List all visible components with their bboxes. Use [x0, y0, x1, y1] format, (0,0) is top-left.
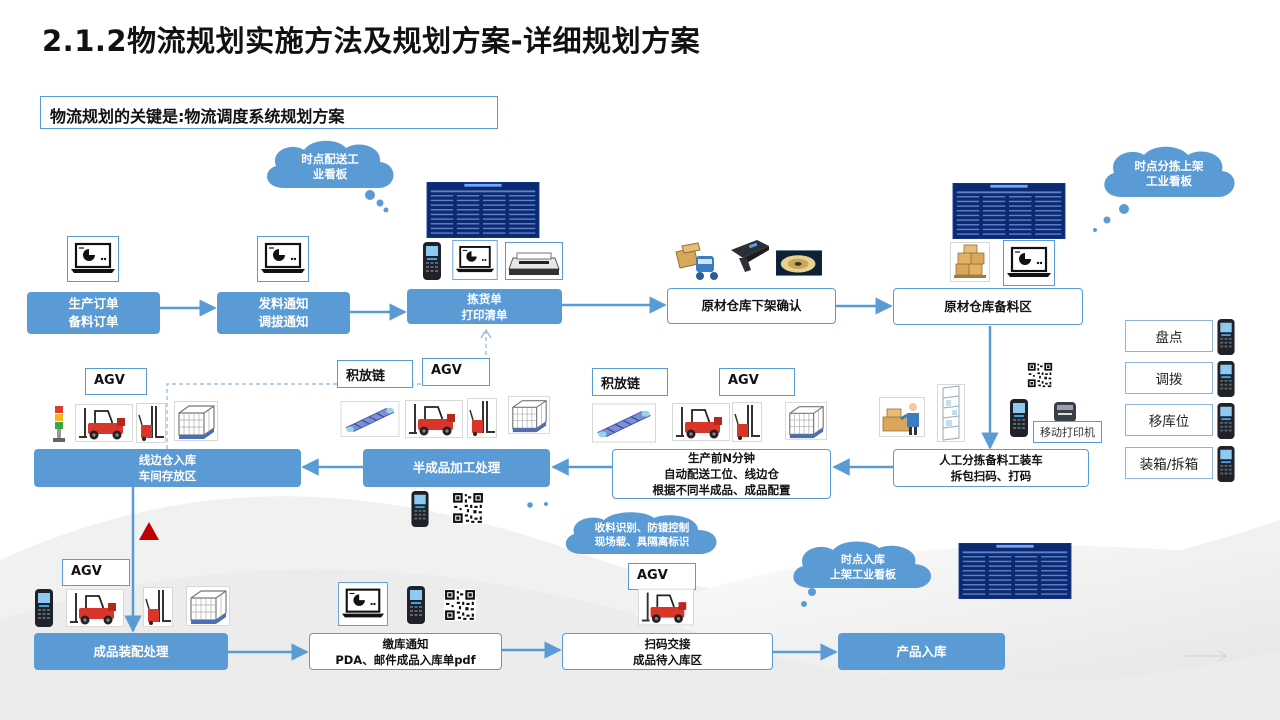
side-item-pack-unpack[interactable]: 装箱/拆箱: [1125, 447, 1213, 479]
pda-icon: [1217, 318, 1235, 356]
process-issue-notice[interactable]: 发料通知 调拔通知: [217, 292, 350, 334]
laptop-icon: [337, 582, 389, 626]
process-manual-sorting[interactable]: 人工分拣备料工装车 拆包扫码、打码: [893, 449, 1089, 487]
accumulation-chain-label: 积放链: [337, 360, 413, 388]
pda-icon: [1010, 399, 1028, 437]
agv-label: AGV: [719, 368, 795, 396]
pda-icon: [407, 586, 425, 624]
page-title: 2.1.2物流规划实施方法及规划方案-详细规划方案: [42, 24, 701, 58]
boxes-icon: [950, 241, 990, 283]
pda-icon: [1217, 445, 1235, 483]
cage-icon: [186, 585, 230, 627]
printer-icon: [505, 242, 563, 280]
shelf-icon: [937, 384, 965, 442]
process-final-assembly[interactable]: 成品装配处理: [34, 633, 228, 670]
process-raw-staging-area[interactable]: 原材仓库备料区: [893, 288, 1083, 325]
cloud-callout-delivery-board: 时点配送工 业看板: [258, 136, 402, 198]
dashboard-screen-warehousing: [958, 543, 1072, 599]
mobile-printer-icon: [1054, 402, 1076, 422]
laptop-icon: [451, 240, 499, 280]
hand-truck-icon: [675, 242, 719, 281]
forklift-icon: [672, 403, 730, 441]
warning-triangle-icon: [139, 522, 159, 540]
qr-code-icon: [444, 589, 476, 621]
key-point-box: 物流规划的关键是:物流调度系统规划方案: [40, 96, 498, 129]
qr-code-icon: [452, 492, 484, 524]
forklift-icon: [405, 400, 463, 438]
pda-icon: [1217, 360, 1235, 398]
pda-icon: [411, 490, 429, 528]
process-raw-shelf-confirm[interactable]: 原材仓库下架确认: [667, 288, 836, 324]
forklift-icon: [75, 404, 133, 442]
cloud-text: 时点分拣上架 工业看板: [1134, 159, 1204, 188]
process-lineside-inbound[interactable]: 线边仓入库 车间存放区: [34, 449, 301, 487]
conveyor-icon: [592, 403, 656, 443]
process-semi-finished[interactable]: 半成品加工处理: [363, 449, 550, 487]
laptop-icon: [257, 236, 309, 282]
pda-icon: [423, 242, 441, 280]
agv-label: AGV: [85, 368, 147, 395]
process-product-inbound[interactable]: 产品入库: [838, 633, 1005, 670]
process-scan-handover[interactable]: 扫码交接 成品待入库区: [562, 633, 773, 670]
process-pre-production-delivery[interactable]: 生产前N分钟 自动配送工位、线边仓 根据不同半成品、成品配置: [612, 449, 831, 499]
cloud-callout-sorting-board: 时点分拣上架 工业看板: [1096, 143, 1242, 205]
side-item-move-location[interactable]: 移库位: [1125, 404, 1213, 436]
cloud-text: 时点入库 上架工业看板: [830, 553, 896, 581]
side-item-inventory-count[interactable]: 盘点: [1125, 320, 1213, 352]
cage-icon: [174, 400, 218, 442]
stacker-icon: [136, 403, 166, 443]
forklift-icon: [66, 588, 124, 628]
laptop-icon: [67, 236, 119, 282]
cage-icon: [508, 395, 550, 435]
mobile-printer-label: 移动打印机: [1033, 421, 1102, 443]
dashboard-screen-picking: [426, 182, 540, 238]
stacker-icon: [466, 398, 498, 438]
signal-tower-icon: [53, 406, 65, 442]
cloud-callout-error-proofing: 收料识别、防错控制 现场载、具隔离标识: [558, 510, 726, 560]
pda-icon: [1217, 402, 1235, 440]
agv-label: AGV: [628, 563, 696, 590]
cloud-text: 收料识别、防错控制 现场载、具隔离标识: [594, 522, 690, 548]
laptop-icon: [1003, 240, 1055, 286]
cloud-text: 时点配送工 业看板: [301, 152, 359, 181]
pda-icon: [35, 589, 53, 627]
forklift-icon: [638, 588, 694, 626]
dashboard-screen-sorting: [952, 183, 1066, 239]
process-picking-list[interactable]: 拣货单 打印清单: [407, 289, 562, 324]
agv-label: AGV: [422, 358, 490, 386]
process-production-order[interactable]: 生产订单 备料订单: [27, 292, 160, 334]
qr-code-icon: [1027, 362, 1053, 388]
agv-label: AGV: [62, 559, 130, 586]
cloud-callout-warehousing-board: 时点入库 上架工业看板: [785, 538, 941, 596]
material-roll-icon: [776, 250, 822, 276]
accumulation-chain-label: 积放链: [592, 368, 668, 396]
cage-icon: [785, 401, 827, 441]
stacker-icon: [142, 587, 174, 627]
process-delivery-notice[interactable]: 缴库通知 PDA、邮件成品入库单pdf: [309, 633, 502, 670]
conveyor-icon: [340, 401, 400, 437]
side-item-transfer[interactable]: 调拨: [1125, 362, 1213, 394]
worker-icon: [879, 397, 925, 437]
scanner-icon: [731, 240, 769, 272]
stacker-icon: [731, 402, 763, 442]
